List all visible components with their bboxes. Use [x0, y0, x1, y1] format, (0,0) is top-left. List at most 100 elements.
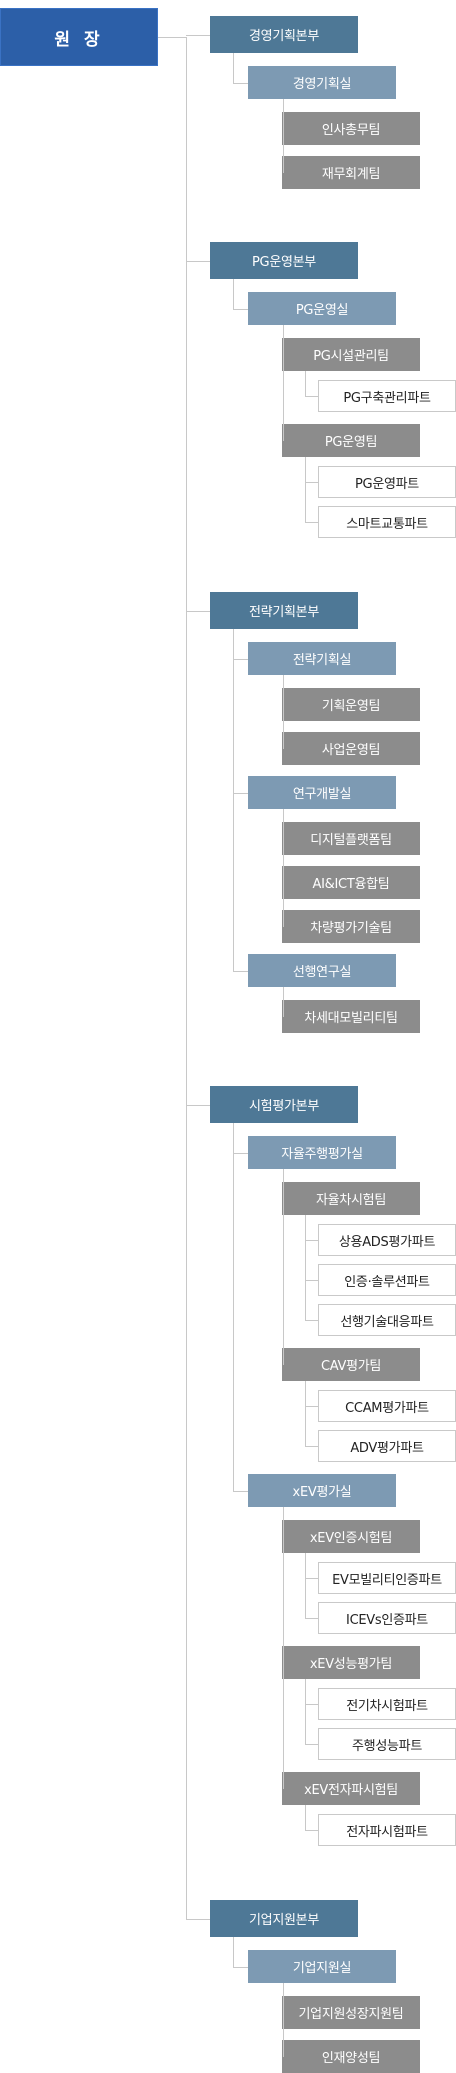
- connector-line: [233, 1123, 234, 1491]
- office-box: 전략기획실: [248, 642, 396, 675]
- connector-line: [283, 1507, 284, 1789]
- team-box-label: 차세대모빌리티팀: [304, 1011, 398, 1026]
- part-box-label: ICEVs인증파트: [346, 1612, 428, 1628]
- division-box: 시험평가본부: [210, 1086, 358, 1123]
- team-box-label: 차량평가기술팀: [310, 921, 392, 936]
- part-box-label: 주행성능파트: [352, 1738, 422, 1754]
- team-box: xEV전자파시험팀: [282, 1772, 420, 1805]
- connector-line: [305, 1406, 318, 1407]
- team-box: CAV평가팀: [282, 1348, 420, 1381]
- team-box-label: 인재양성팀: [321, 2051, 381, 2066]
- team-box: 인재양성팀: [282, 2040, 420, 2073]
- office-box: 기업지원실: [248, 1950, 396, 1983]
- team-box-label: PG운영팀: [324, 435, 378, 450]
- connector-line: [305, 371, 306, 396]
- connector-line: [305, 1618, 318, 1619]
- connector-line: [186, 1104, 210, 1106]
- connector-line: [233, 792, 248, 794]
- part-box: 상용ADS평가파트: [318, 1224, 456, 1256]
- connector-line: [305, 396, 318, 397]
- connector-line: [186, 34, 210, 36]
- connector-line: [186, 260, 210, 262]
- part-box-label: 선행기술대응파트: [340, 1314, 434, 1330]
- team-box-label: xEV인증시험팀: [309, 1531, 393, 1546]
- division-box: 경영기획본부: [210, 16, 358, 53]
- part-box: ADV평가파트: [318, 1430, 456, 1462]
- team-box-label: PG시설관리팀: [313, 349, 389, 364]
- connector-line: [305, 1679, 306, 1744]
- connector-line: [305, 1240, 318, 1241]
- connector-line: [305, 1830, 318, 1831]
- team-box-label: 사업운영팀: [321, 743, 381, 758]
- office-box: 자율주행평가실: [248, 1136, 396, 1169]
- office-box: 선행연구실: [248, 954, 396, 987]
- connector-line: [305, 457, 306, 522]
- connector-line: [283, 1983, 284, 2057]
- connector-line: [233, 1490, 248, 1492]
- connector-line: [305, 1744, 318, 1745]
- office-box: xEV평가실: [248, 1474, 396, 1507]
- team-box: AI&ICT융합팀: [282, 866, 420, 899]
- part-box: PG운영파트: [318, 466, 456, 498]
- part-box-label: 스마트교통파트: [346, 516, 428, 532]
- part-box-label: 상용ADS평가파트: [338, 1234, 436, 1250]
- team-box: PG시설관리팀: [282, 338, 420, 371]
- team-box-label: 재무회계팀: [321, 167, 381, 182]
- team-box: xEV성능평가팀: [282, 1646, 420, 1679]
- team-box-label: 자율차시험팀: [316, 1193, 386, 1208]
- office-box: PG운영실: [248, 292, 396, 325]
- connector-line: [283, 1169, 284, 1365]
- part-box-label: ADV평가파트: [350, 1440, 424, 1456]
- team-box: 기획운영팀: [282, 688, 420, 721]
- connector-line: [305, 1280, 318, 1281]
- part-box: 전자파시험파트: [318, 1814, 456, 1846]
- team-box-label: xEV전자파시험팀: [304, 1783, 398, 1798]
- office-box-label: PG운영실: [295, 303, 349, 318]
- office-box-label: 자율주행평가실: [281, 1147, 363, 1162]
- part-box: 주행성능파트: [318, 1728, 456, 1760]
- connector-line: [186, 1918, 210, 1920]
- part-box-label: CCAM평가파트: [345, 1400, 429, 1416]
- division-box-label: 전략기획본부: [249, 605, 319, 620]
- connector-line: [186, 610, 210, 612]
- part-box-label: 전자파시험파트: [346, 1824, 428, 1840]
- team-box: 재무회계팀: [282, 156, 420, 189]
- office-box-label: 기업지원실: [292, 1961, 352, 1976]
- division-box: 기업지원본부: [210, 1900, 358, 1937]
- team-box: PG운영팀: [282, 424, 420, 457]
- part-box: 전기차시험파트: [318, 1688, 456, 1720]
- team-box-label: 인사총무팀: [321, 123, 381, 138]
- connector-line: [305, 1805, 306, 1830]
- connector-line: [305, 1381, 306, 1446]
- connector-line: [305, 1704, 318, 1705]
- connector-line: [233, 308, 248, 310]
- division-box: PG운영본부: [210, 242, 358, 279]
- connector-line: [233, 629, 234, 971]
- part-box-label: PG운영파트: [355, 476, 419, 492]
- team-box: xEV인증시험팀: [282, 1520, 420, 1553]
- part-box: 인증·솔루션파트: [318, 1264, 456, 1296]
- division-box-label: 기업지원본부: [249, 1913, 319, 1928]
- team-box: 사업운영팀: [282, 732, 420, 765]
- director-box: 원 장: [0, 8, 158, 66]
- connector-line: [233, 1152, 248, 1154]
- part-box-label: PG구축관리파트: [343, 390, 431, 406]
- connector-line: [233, 658, 248, 660]
- connector-line: [305, 1553, 306, 1618]
- part-box: ICEVs인증파트: [318, 1602, 456, 1634]
- office-box-label: 연구개발실: [292, 787, 352, 802]
- connector-line: [283, 675, 284, 749]
- team-box: 차세대모빌리티팀: [282, 1000, 420, 1033]
- connector-line: [305, 1215, 306, 1320]
- team-box-label: 기업지원성장지원팀: [298, 2007, 404, 2022]
- team-box-label: 기획운영팀: [321, 699, 381, 714]
- connector-line: [305, 1320, 318, 1321]
- team-box: 디지털플랫폼팀: [282, 822, 420, 855]
- office-box: 경영기획실: [248, 66, 396, 99]
- connector-line: [233, 82, 248, 84]
- part-box: 스마트교통파트: [318, 506, 456, 538]
- connector-line: [283, 99, 284, 173]
- connector-line: [233, 970, 248, 972]
- connector-line: [305, 482, 318, 483]
